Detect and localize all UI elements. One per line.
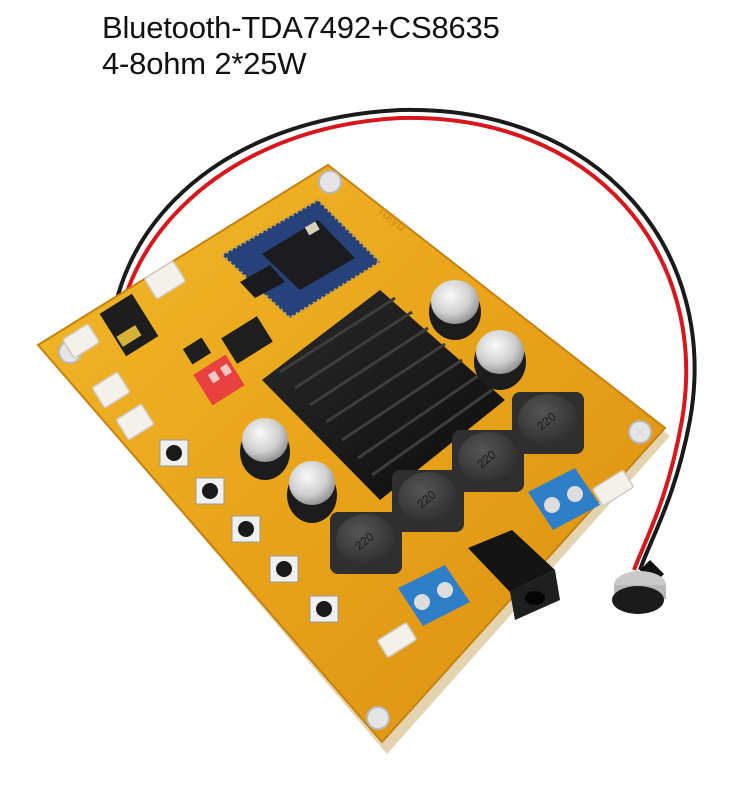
dc-power-jack — [468, 530, 560, 620]
audio-jack — [99, 293, 159, 357]
jst-connectors — [62, 260, 634, 658]
terminal-blocks — [398, 468, 600, 626]
microphone — [612, 560, 666, 614]
regulator-ic — [221, 316, 273, 364]
dip-switch[interactable] — [193, 354, 245, 406]
product-caption: Bluetooth-TDA7492+CS8635 4-8ohm 2*25W — [102, 10, 500, 82]
mounting-holes — [58, 170, 652, 730]
wire-pair — [108, 107, 697, 571]
push-buttons[interactable] — [159, 439, 339, 623]
bluetooth-module — [219, 198, 383, 320]
inductors: 220 220 220 220 — [330, 392, 584, 574]
heatsink — [262, 290, 505, 500]
caption-title: Bluetooth-TDA7492+CS8635 — [102, 10, 500, 45]
capacitors — [240, 280, 526, 523]
caption-spec: 4-8ohm 2*25W — [102, 46, 307, 81]
